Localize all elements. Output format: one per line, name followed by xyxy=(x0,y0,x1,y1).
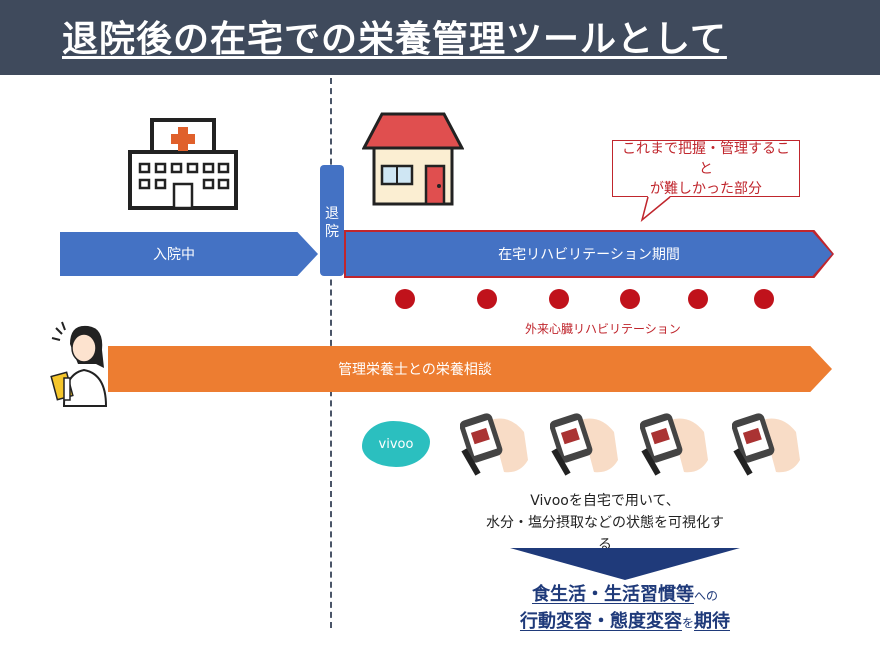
vivoo-description: Vivooを自宅で用いて、 水分・塩分摂取などの状態を可視化する xyxy=(480,490,730,556)
callout-line-1: これまで把握・管理すること xyxy=(622,140,790,177)
down-arrow xyxy=(510,548,740,580)
outcome-particle-2: を xyxy=(681,616,694,630)
phone-test-icon xyxy=(550,413,618,476)
discharge-label-2: 院 xyxy=(325,224,339,240)
discharge-marker: 退 院 xyxy=(320,165,344,276)
outcome-line-2b: 期待 xyxy=(694,611,730,632)
phone-test-icon xyxy=(640,413,708,476)
header-bar: 退院後の在宅での栄養管理ツールとして xyxy=(0,0,880,75)
nutritionist-icon xyxy=(50,321,108,407)
outpatient-visit-dot xyxy=(549,289,569,309)
house-icon xyxy=(362,112,464,206)
outpatient-rehab-label: 外来心臓リハビリテーション xyxy=(525,322,681,336)
outcome-particle-1: への xyxy=(693,589,718,603)
outcome-line-2a: 行動変容・態度変容 xyxy=(519,611,682,632)
admission-label: 入院中 xyxy=(153,247,195,263)
outpatient-visit-dot xyxy=(395,289,415,309)
callout-line-2: が難しかった部分 xyxy=(650,180,762,197)
callout-tail xyxy=(640,196,671,222)
vivoo-logo: vivoo xyxy=(362,421,430,467)
nutrition-consult-label: 管理栄養士との栄養相談 xyxy=(338,362,492,378)
outcome-line-1: 食生活・生活習慣等 xyxy=(531,584,694,605)
difficulty-callout: これまで把握・管理すること が難しかった部分 xyxy=(612,140,800,197)
outpatient-visit-dot xyxy=(688,289,708,309)
hospital-icon xyxy=(128,118,238,210)
expected-outcome: 食生活・生活習慣等への 行動変容・態度変容を期待 xyxy=(470,582,780,636)
admission-arrow: 入院中 xyxy=(60,232,318,276)
discharge-label-1: 退 xyxy=(325,206,339,222)
vivoo-description-line-1: Vivooを自宅で用いて、 xyxy=(530,493,680,509)
home-rehab-arrow: 在宅リハビリテーション期間 xyxy=(346,232,832,276)
outpatient-visit-dot xyxy=(620,289,640,309)
outpatient-visit-dot xyxy=(477,289,497,309)
phone-test-icon xyxy=(732,413,800,476)
page-title: 退院後の在宅での栄養管理ツールとして xyxy=(62,19,727,60)
nutrition-consult-arrow: 管理栄養士との栄養相談 xyxy=(108,346,832,392)
home-rehab-label: 在宅リハビリテーション期間 xyxy=(498,247,680,263)
phone-test-icon xyxy=(460,413,528,476)
outpatient-visit-dot xyxy=(754,289,774,309)
vivoo-logo-text: vivoo xyxy=(378,436,414,452)
